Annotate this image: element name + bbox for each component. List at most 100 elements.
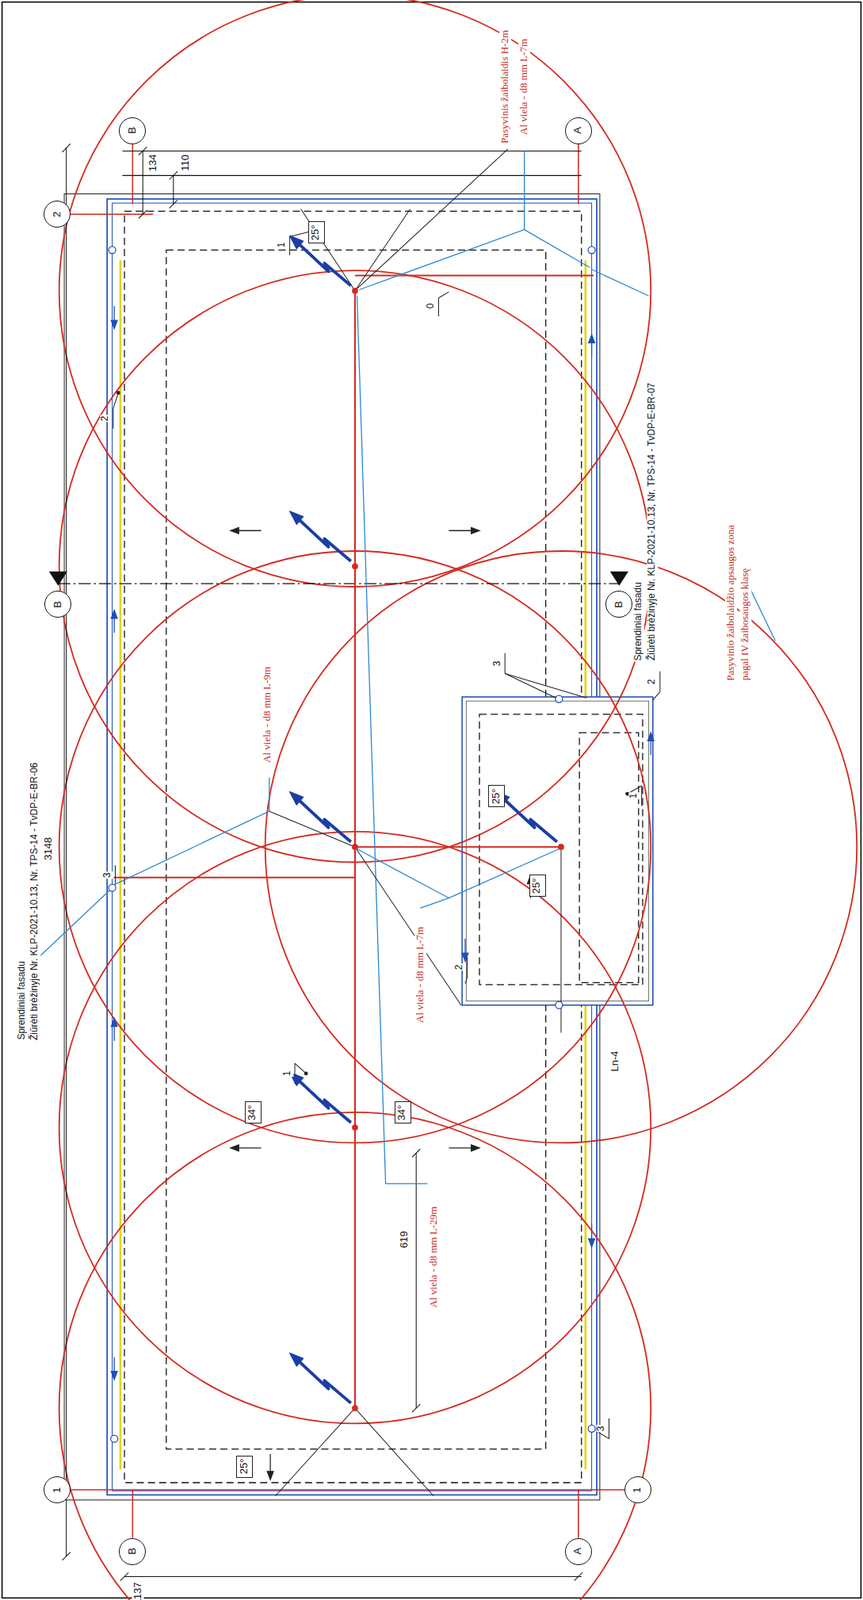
plan-rect	[462, 696, 653, 1005]
plan-circle	[265, 550, 858, 1142]
angle-box: 25°	[236, 1454, 253, 1478]
plan-line	[355, 209, 411, 291]
plan-g	[36, 150, 776, 1183]
dimension-text: 1137	[131, 1580, 144, 1600]
angle-box: 25°	[488, 784, 505, 807]
plan-line	[659, 671, 661, 692]
plan-line	[36, 889, 111, 959]
plan-line	[385, 1182, 428, 1184]
section-marker: B	[44, 590, 72, 618]
axis-letter: A	[572, 126, 585, 134]
plan-polygon	[471, 526, 480, 534]
plan-line	[57, 583, 619, 585]
plan-g	[62, 143, 583, 1580]
plan-g	[290, 235, 558, 1402]
plan-circle	[110, 1434, 119, 1442]
plan-line	[608, 1417, 610, 1439]
axis-letter: B	[52, 600, 65, 608]
callout-number: 1	[629, 792, 641, 800]
plan-line	[504, 672, 556, 698]
plan-polyline	[357, 848, 450, 909]
plan-line	[142, 150, 144, 214]
plan-line	[62, 1551, 71, 1560]
plan-polyline	[299, 800, 351, 841]
plan-line	[172, 175, 174, 204]
plan-line	[355, 1407, 434, 1496]
plan-line	[357, 148, 509, 289]
plan-circle	[304, 1071, 308, 1075]
plan-line	[641, 785, 642, 806]
plan-line	[294, 1062, 306, 1074]
callout-number: 2	[454, 963, 466, 971]
plan-line	[448, 848, 559, 898]
plan-line	[504, 672, 587, 698]
wire-label: pagal IV žaibosaugos klasę	[739, 567, 752, 682]
plan-g	[112, 274, 595, 1490]
plan-line	[138, 146, 147, 155]
wire-label: Al viela - d8 mm L-7m	[518, 38, 531, 136]
reference-note: Sprendiniai fasadu	[633, 580, 645, 661]
plan-polyline	[358, 150, 525, 290]
callout-number: 1	[282, 1069, 294, 1077]
plan-polygon	[230, 526, 239, 534]
dimension-text: Ln-4	[609, 1050, 622, 1073]
reference-note: Žiūrėti brėžinyje Nr. KLP-2021-10.13, Nr…	[29, 761, 41, 1041]
angle-value: 25°	[490, 787, 503, 804]
plan-rect	[465, 700, 649, 1001]
plan-line	[504, 652, 506, 674]
plan-line	[289, 236, 291, 256]
plan-polygon	[110, 1370, 118, 1379]
plan-line	[119, 259, 123, 1469]
plan-g	[290, 1072, 352, 1123]
plan-line	[122, 150, 581, 152]
callout-number: 2	[647, 677, 659, 685]
plan-g	[351, 287, 565, 1411]
plan-g	[290, 511, 352, 562]
grid-axis-bubble: A	[565, 117, 592, 145]
wire-label: Pasyvinis žaibolaidis H-2m	[499, 29, 512, 145]
section-marker: B	[605, 590, 633, 618]
plan-g	[290, 1352, 352, 1403]
plan-polyline	[299, 1080, 351, 1122]
plan-circle	[555, 694, 563, 703]
plan-polygon	[471, 1144, 480, 1151]
grid-axis-bubble: B	[118, 1537, 146, 1565]
plan-line	[132, 143, 134, 204]
plan-polygon	[647, 732, 654, 741]
callout-number: 3	[492, 659, 504, 667]
plan-line	[112, 408, 114, 429]
plan-line	[70, 213, 153, 215]
plan-polygon	[110, 610, 118, 619]
dimension-text: 134	[148, 153, 161, 173]
plan-circle	[116, 391, 120, 395]
axis-letter: B	[126, 126, 139, 134]
plan-line	[577, 143, 580, 204]
axis-letter: 1	[51, 1486, 64, 1493]
wire-label: Al viela - d8 mm L-7m	[414, 925, 427, 1024]
wire-label: Al viela - d8 mm L-9m	[261, 665, 274, 764]
plan-line	[652, 691, 661, 700]
plan-line	[438, 297, 440, 317]
plan-line	[355, 846, 462, 1005]
axis-letter: B	[613, 600, 626, 608]
dimension-text: 3148	[42, 836, 55, 861]
plan-line	[62, 143, 71, 152]
plan-polyline	[299, 1361, 351, 1402]
plan-line	[357, 295, 386, 1184]
angle-value: 25°	[238, 1458, 251, 1474]
plan-line	[70, 1488, 625, 1490]
plan-polygon	[267, 1470, 274, 1479]
plan-line	[301, 209, 356, 291]
plan-polygon	[110, 1017, 118, 1026]
plan-line	[355, 845, 562, 848]
plan-line	[577, 1489, 580, 1537]
wire-label: Al viela - d8 mm L-29m	[427, 1205, 440, 1308]
dimension-text: 619	[398, 1229, 411, 1249]
plan-polyline	[112, 777, 270, 886]
plan-g	[230, 526, 534, 1479]
plan-line	[412, 1148, 421, 1157]
plan-circle	[108, 883, 116, 891]
plan-g	[113, 229, 661, 1439]
